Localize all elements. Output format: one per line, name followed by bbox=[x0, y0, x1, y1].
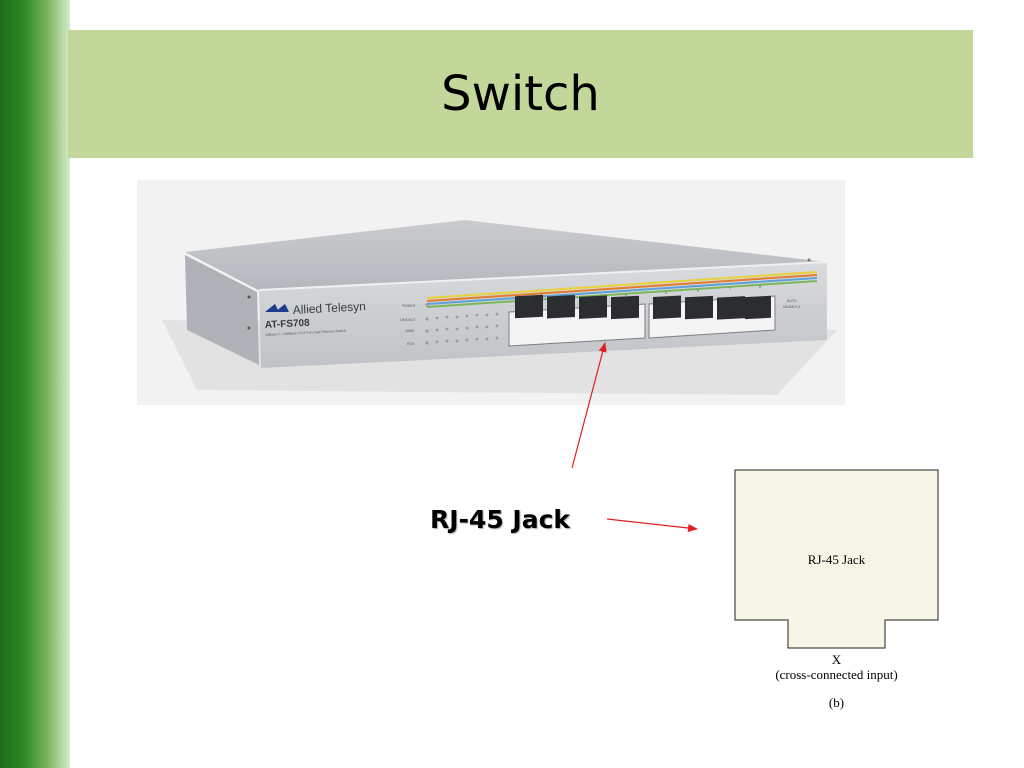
arrow-to-diagram bbox=[606, 518, 698, 532]
rj45-ports bbox=[515, 294, 771, 320]
led-label-link: LINK/ACT bbox=[400, 318, 417, 322]
jack-box-label: RJ-45 Jack bbox=[807, 552, 866, 567]
mdi-label-auto: AUTO bbox=[787, 299, 797, 303]
led-grid bbox=[425, 303, 499, 345]
rj45-callout-label: RJ-45 Jack bbox=[430, 505, 571, 534]
jack-outline bbox=[734, 469, 939, 649]
switch-photo: Allied Telesyn AT-FS708 10Base-T / 100Ba… bbox=[137, 180, 845, 405]
slide-side-bar bbox=[0, 0, 70, 768]
port-number-6: 6 bbox=[697, 289, 699, 293]
port-number-5: 5 bbox=[665, 291, 667, 295]
port-number-2: 2 bbox=[561, 297, 563, 301]
model-description: 10Base-T / 100Base-TX 8 Port Fast Ethern… bbox=[265, 329, 346, 337]
title-band bbox=[68, 30, 973, 158]
jack-sub-label: (b) bbox=[828, 695, 845, 710]
port-number-4: 4 bbox=[625, 293, 627, 297]
led-label-100m: 100M bbox=[405, 329, 414, 333]
port-number-1: 1 bbox=[529, 299, 531, 303]
rj45-jack-diagram bbox=[734, 469, 939, 649]
port-number-8: 8 bbox=[759, 285, 761, 289]
jack-caption: (cross-connected input) bbox=[775, 667, 898, 682]
brand-text: Allied Telesyn bbox=[292, 299, 366, 317]
slide-title: Switch bbox=[441, 66, 600, 122]
led-label-power: POWER bbox=[402, 304, 416, 308]
port-number-7: 7 bbox=[729, 287, 731, 291]
port-number-3: 3 bbox=[593, 295, 595, 299]
led-label-fdx: FDX bbox=[407, 342, 415, 346]
jack-pin-label: X bbox=[831, 652, 842, 667]
mdi-label-mdix: MDI/MDI-X bbox=[783, 305, 801, 309]
model-text: AT-FS708 bbox=[265, 318, 311, 331]
